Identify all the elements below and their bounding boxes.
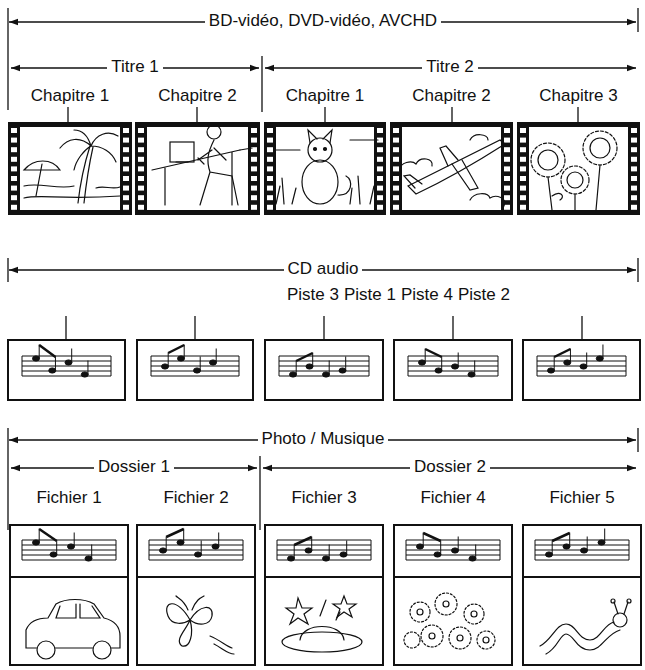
file-box: Fichier 1: [10, 488, 128, 665]
file-label: Fichier 1: [34, 488, 103, 508]
film-frame: Chapitre 1: [264, 86, 386, 215]
media-boxes: [8, 340, 641, 665]
chapter-label: Chapitre 3: [537, 86, 619, 106]
file-box: Fichier 3: [265, 488, 383, 665]
format-label: Photo / Musique: [258, 429, 389, 449]
chapter-label: Chapitre 1: [29, 86, 111, 106]
format-label: CD audio: [284, 259, 363, 279]
file-label: Fichier 2: [161, 488, 230, 508]
film-frame: Chapitre 2: [135, 86, 260, 215]
file-label: Fichier 4: [418, 488, 487, 508]
chapter-label: Chapitre 2: [410, 86, 492, 106]
file-label: Fichier 5: [547, 488, 616, 508]
file-box: Fichier 2: [137, 488, 255, 665]
track-label: Piste 3: [286, 285, 340, 305]
music-staffs: [22, 345, 629, 562]
track-label: Piste 1: [343, 285, 397, 305]
film-frame: Chapitre 2: [390, 86, 513, 215]
frame-pictures: [24, 125, 631, 659]
format-label: BD-vidéo, DVD-vidéo, AVCHD: [205, 11, 441, 31]
group-label: Titre 2: [422, 57, 478, 77]
chapter-label: Chapitre 1: [284, 86, 366, 106]
film-frame: Chapitre 1: [8, 86, 132, 215]
file-label: Fichier 3: [289, 488, 358, 508]
track-label: Piste 4: [400, 285, 454, 305]
group-label: Titre 1: [107, 57, 163, 77]
track-label: Piste 2: [457, 285, 511, 305]
film-strips: [8, 122, 640, 215]
file-box: Fichier 5: [523, 488, 641, 665]
group-label: Dossier 2: [410, 457, 490, 477]
span-arrows: [8, 8, 638, 530]
chapter-label: Chapitre 2: [156, 86, 238, 106]
file-box: Fichier 4: [394, 488, 512, 665]
film-frame: Chapitre 3: [517, 86, 640, 215]
group-label: Dossier 1: [94, 457, 174, 477]
